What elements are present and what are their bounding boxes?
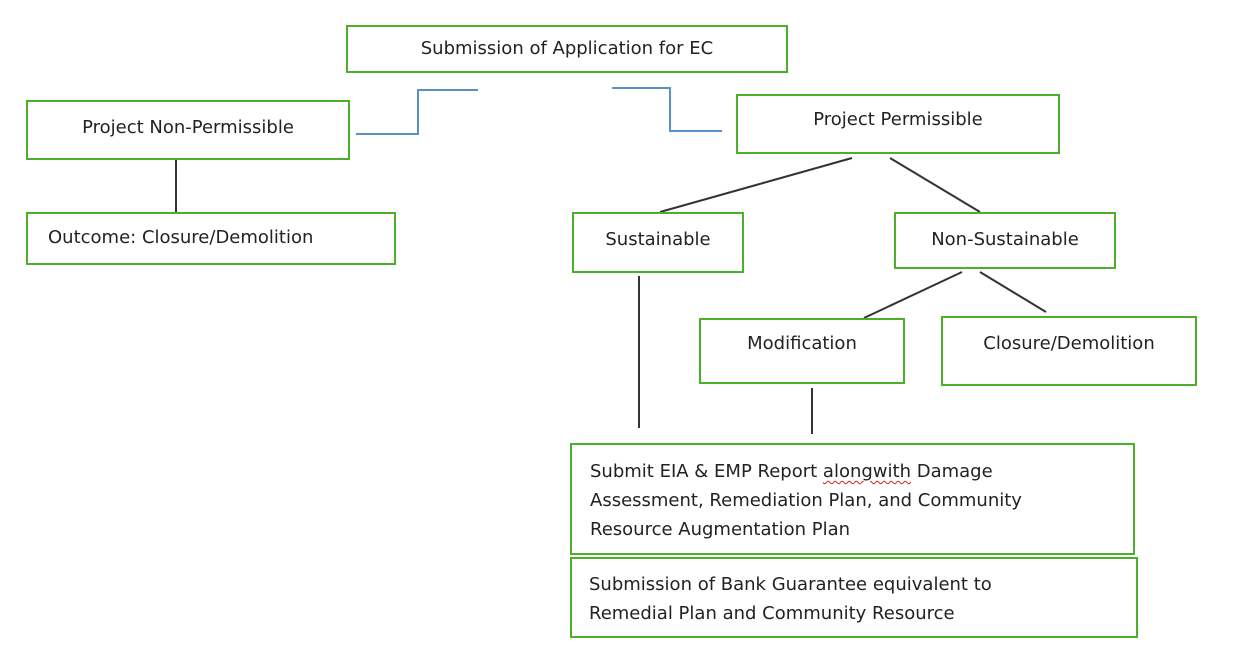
sustainable-box: Sustainable — [572, 212, 744, 273]
connector-submission-to-non-permissible — [356, 89, 478, 135]
eia-report-line-1: Submit EIA & EMP Report alongwith Damage — [590, 457, 1133, 486]
closure-label: Closure/Demolition — [983, 333, 1155, 354]
connector-non-sustainable-to-modification — [863, 271, 963, 319]
sustainable-label: Sustainable — [605, 229, 711, 250]
closure-box: Closure/Demolition — [941, 316, 1197, 386]
submission-box: Submission of Application for EC — [346, 25, 788, 73]
bank-guarantee-line-2: Remedial Plan and Community Resource — [589, 603, 955, 624]
modification-box: Modification — [699, 318, 905, 384]
connector-submission-to-permissible — [612, 87, 722, 132]
non-sustainable-label: Non-Sustainable — [931, 229, 1079, 250]
eia-report-line-1-start: Submit EIA & EMP Report — [590, 461, 823, 482]
submission-label: Submission of Application for EC — [420, 38, 714, 59]
eia-report-line-2: Assessment, Remediation Plan, and Commun… — [590, 490, 1022, 511]
eia-report-line-1-end: Damage — [911, 461, 993, 482]
permissible-label: Project Permissible — [813, 109, 983, 130]
spellcheck-word: alongwith — [822, 461, 911, 482]
outcome-box: Outcome: Closure/Demolition — [26, 212, 396, 265]
bank-guarantee-box: Submission of Bank Guarantee equivalent … — [570, 557, 1138, 638]
connector-permissible-to-non-sustainable — [889, 157, 981, 213]
connector-non-sustainable-to-closure — [979, 271, 1047, 313]
non-sustainable-box: Non-Sustainable — [894, 212, 1116, 269]
modification-label: Modification — [747, 333, 857, 354]
eia-report-line-3: Resource Augmentation Plan — [590, 519, 851, 540]
bank-guarantee-line-1: Submission of Bank Guarantee equivalent … — [589, 574, 992, 595]
connector-permissible-to-sustainable — [659, 157, 853, 213]
non-permissible-label: Project Non-Permissible — [82, 117, 294, 138]
permissible-box: Project Permissible — [736, 94, 1060, 154]
non-permissible-box: Project Non-Permissible — [26, 100, 350, 160]
outcome-label: Outcome: Closure/Demolition — [48, 227, 314, 248]
eia-report-box: Submit EIA & EMP Report alongwith Damage… — [570, 443, 1135, 555]
